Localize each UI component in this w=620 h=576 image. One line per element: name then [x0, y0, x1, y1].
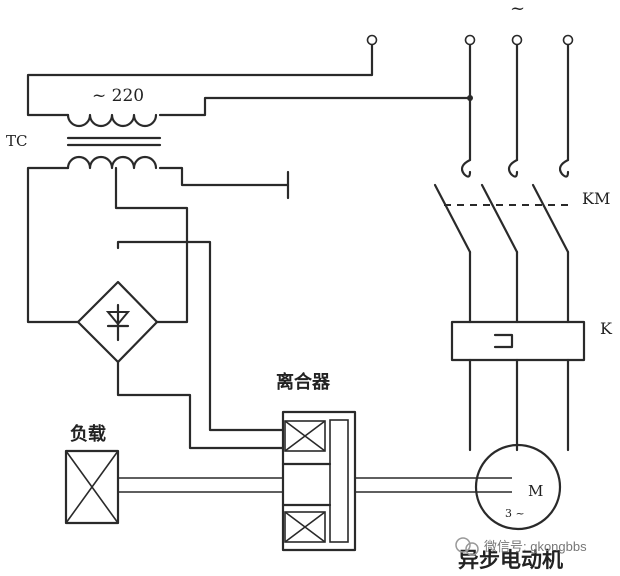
transformer-voltage-label: ~ 220	[92, 86, 144, 106]
contactor-km: KM	[433, 183, 610, 324]
primary-wiring	[26, 43, 473, 117]
power-terminals: ~	[366, 0, 574, 46]
clutch: 离合器	[276, 371, 357, 552]
contactor-label: KM	[582, 189, 610, 208]
transformer-tc: ~ 220 TC	[6, 86, 162, 170]
shaft	[118, 477, 512, 493]
relay-label: K	[600, 319, 613, 338]
phase-lines	[460, 43, 570, 178]
motor-caption: 异步电动机	[458, 548, 563, 571]
watermark: 微信号: gkongbbs	[455, 537, 587, 556]
transformer-name-label: TC	[6, 132, 27, 150]
ac-symbol: ~	[510, 0, 525, 19]
bridge-rectifier	[76, 280, 159, 364]
motor: M 3 ~ 异步电动机	[458, 443, 563, 572]
load-label: 负载	[70, 423, 106, 445]
load: 负载	[64, 423, 120, 525]
motor-feed	[468, 358, 570, 452]
secondary-wiring	[26, 166, 290, 450]
relay-k: K	[450, 319, 613, 362]
motor-letter: M	[528, 482, 543, 500]
watermark-text: 微信号: gkongbbs	[484, 539, 587, 554]
motor-phase: 3 ~	[505, 507, 525, 520]
clutch-label: 离合器	[276, 371, 331, 393]
